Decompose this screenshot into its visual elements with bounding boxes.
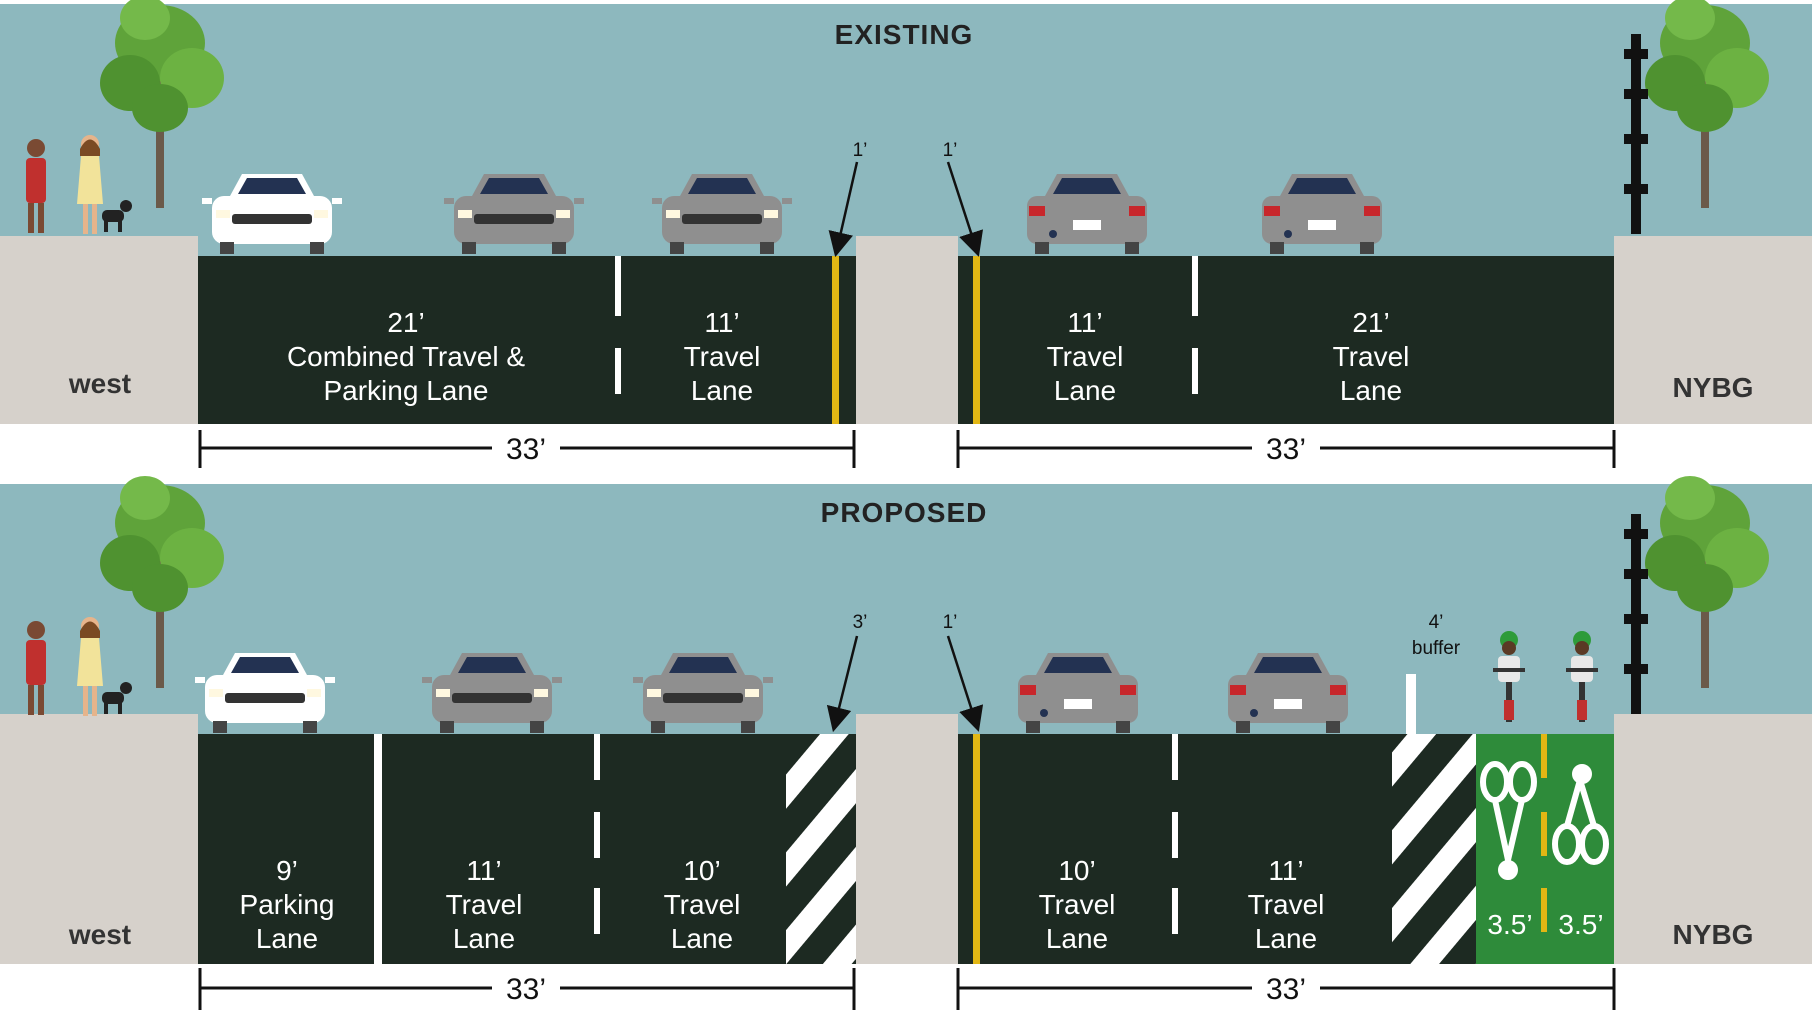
existing-lane-2-line2: Lane bbox=[691, 375, 753, 406]
proposed-hatched-buffer-east bbox=[1392, 734, 1476, 964]
proposed-lane-label-3: 10’ Travel Lane bbox=[664, 855, 741, 954]
existing-title: EXISTING bbox=[835, 19, 974, 50]
existing-lane-3-line2: Lane bbox=[1054, 375, 1116, 406]
proposed-lane-1-width: 9’ bbox=[276, 855, 298, 886]
existing-lane-1-line1: Combined Travel & bbox=[287, 341, 525, 372]
existing-lane-label-4: 21’ Travel Lane bbox=[1333, 307, 1410, 406]
existing-dimension-right: 33’ bbox=[956, 430, 1616, 468]
existing-roadway-east bbox=[958, 256, 1614, 424]
existing-dimension-left: 33’ bbox=[0, 424, 1812, 478]
proposed-lane-3-line1: Travel bbox=[664, 889, 741, 920]
proposed-lane-4-line1: Travel bbox=[1039, 889, 1116, 920]
proposed-lane-divider-west bbox=[594, 734, 600, 934]
existing-lane-label-1: 21’ Combined Travel & Parking Lane bbox=[287, 307, 525, 406]
bike-symbol-left-icon bbox=[1480, 761, 1537, 880]
proposed-sidewalk-west bbox=[0, 714, 198, 964]
existing-sidewalk-west bbox=[0, 236, 198, 424]
existing-callout-arrow-left bbox=[828, 161, 859, 258]
existing-callout-left: 1’ bbox=[853, 140, 868, 161]
existing-dim-right-label: 33’ bbox=[1266, 433, 1306, 466]
proposed-callout-arrow-left bbox=[826, 635, 859, 733]
proposed-buffer-label: buffer bbox=[1412, 638, 1461, 659]
proposed-lane-5-width: 11’ bbox=[1268, 855, 1303, 886]
existing-lane-2-line1: Travel bbox=[684, 341, 761, 372]
existing-median bbox=[856, 236, 958, 424]
proposed-title: PROPOSED bbox=[821, 497, 988, 528]
proposed-lane-4-line2: Lane bbox=[1046, 923, 1108, 954]
existing-lane-label-2: 11’ Travel Lane bbox=[684, 307, 761, 406]
existing-lane-1-line2: Parking Lane bbox=[323, 375, 488, 406]
proposed-yellow-line-east bbox=[973, 734, 980, 964]
existing-lane-2-width: 11’ bbox=[704, 307, 739, 338]
proposed-sidewalk-east bbox=[1614, 714, 1812, 964]
existing-side-label-nybg: NYBG bbox=[1673, 372, 1754, 403]
existing-lane-3-line1: Travel bbox=[1047, 341, 1124, 372]
proposed-lane-5-line2: Lane bbox=[1255, 923, 1317, 954]
proposed-side-label-west: west bbox=[68, 919, 131, 950]
existing-callout-right: 1’ bbox=[943, 140, 958, 161]
existing-yellow-line-east bbox=[973, 256, 980, 424]
existing-lane-divider-east bbox=[1192, 256, 1198, 394]
proposed-callout-left: 3’ bbox=[853, 612, 868, 633]
proposed-lane-2-width: 11’ bbox=[466, 855, 501, 886]
existing-lane-4-width: 21’ bbox=[1352, 307, 1389, 338]
proposed-median bbox=[856, 714, 958, 964]
proposed-lane-label-4: 10’ Travel Lane bbox=[1039, 855, 1116, 954]
existing-roadway-west bbox=[198, 256, 856, 424]
existing-lane-divider-west bbox=[615, 256, 621, 394]
existing-lane-label-3: 11’ Travel Lane bbox=[1047, 307, 1124, 406]
proposed-lane-4-width: 10’ bbox=[1058, 855, 1095, 886]
proposed-bike-lane-right-width: 3.5’ bbox=[1558, 909, 1603, 940]
bike-symbol-right-icon bbox=[1552, 764, 1609, 865]
existing-side-label-west: west bbox=[68, 368, 131, 399]
proposed-hatched-buffer-west bbox=[786, 734, 856, 964]
proposed-lane-5-line1: Travel bbox=[1248, 889, 1325, 920]
existing-lane-1-width: 21’ bbox=[387, 307, 424, 338]
proposed-parking-line bbox=[374, 734, 382, 964]
existing-section: 21’ Combined Travel & Parking Lane 11’ T… bbox=[0, 0, 1812, 478]
proposed-bike-lane-divider bbox=[1541, 734, 1547, 932]
proposed-dim-left-label: 33’ bbox=[506, 973, 546, 1006]
proposed-callout-right: 1’ bbox=[943, 612, 958, 633]
proposed-callout-arrow-right bbox=[946, 635, 984, 732]
proposed-lane-1-line1: Parking bbox=[240, 889, 335, 920]
proposed-lane-1-line2: Lane bbox=[256, 923, 318, 954]
proposed-flexible-delineator bbox=[1406, 674, 1416, 734]
existing-dim-left-label: 33’ bbox=[506, 433, 546, 466]
proposed-bike-lane-left-width: 3.5’ bbox=[1487, 909, 1532, 940]
proposed-lane-label-1: 9’ Parking Lane bbox=[240, 855, 335, 954]
proposed-side-label-nybg: NYBG bbox=[1673, 919, 1754, 950]
proposed-lane-label-5: 11’ Travel Lane bbox=[1248, 855, 1325, 954]
proposed-lane-2-line1: Travel bbox=[446, 889, 523, 920]
proposed-dimension-left: 33’ bbox=[0, 964, 1812, 1022]
proposed-lane-divider-east bbox=[1172, 734, 1178, 934]
existing-lane-4-line1: Travel bbox=[1333, 341, 1410, 372]
proposed-buffer-width: 4’ bbox=[1429, 612, 1444, 633]
existing-lane-4-line2: Lane bbox=[1340, 375, 1402, 406]
proposed-dim-right-label: 33’ bbox=[1266, 973, 1306, 1006]
existing-lane-3-width: 11’ bbox=[1067, 307, 1102, 338]
proposed-dimension-right: 33’ bbox=[956, 968, 1616, 1010]
proposed-section: 3.5’ 3.5’ 9’ Parking Lane 11’ Travel Lan… bbox=[0, 476, 1812, 1022]
existing-yellow-line-west bbox=[832, 256, 839, 424]
proposed-lane-3-line2: Lane bbox=[671, 923, 733, 954]
existing-callout-arrow-right bbox=[946, 161, 984, 257]
existing-sidewalk-east bbox=[1614, 236, 1812, 424]
proposed-lane-3-width: 10’ bbox=[683, 855, 720, 886]
proposed-lane-label-2: 11’ Travel Lane bbox=[446, 855, 523, 954]
proposed-lane-2-line2: Lane bbox=[453, 923, 515, 954]
proposed-roadway-west bbox=[198, 734, 856, 964]
